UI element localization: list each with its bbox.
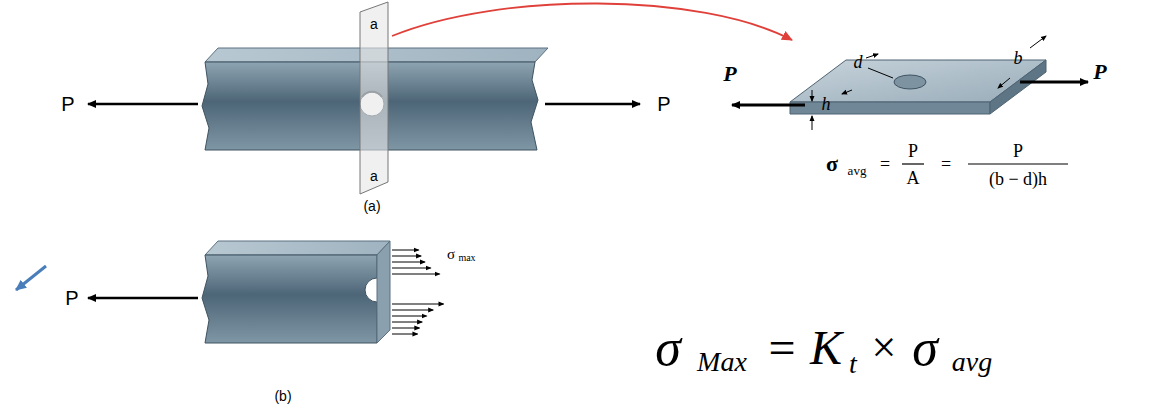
section-label: a	[370, 169, 378, 183]
plate	[790, 60, 1046, 114]
stress-arrow	[392, 262, 425, 263]
stress-arrow	[392, 334, 417, 335]
load-label: P	[61, 94, 74, 114]
stress-arrow	[392, 304, 443, 305]
stress-arrow	[392, 256, 421, 257]
formula-subscript: Max	[697, 348, 747, 376]
stress-arrow	[392, 274, 440, 275]
formula-subscript: avg	[848, 164, 867, 177]
fraction-bar	[902, 163, 924, 164]
dimension-arrow	[866, 54, 878, 58]
load-label: P	[1093, 61, 1106, 83]
bar-b	[202, 241, 390, 343]
dimension-arrow	[1030, 36, 1046, 48]
load-label: P	[723, 63, 736, 85]
load-arrow	[545, 103, 640, 106]
formula-symbol: =	[768, 324, 795, 372]
formula-symbol: (b − d)h	[989, 170, 1047, 188]
load-arrow	[732, 104, 805, 107]
load-arrow	[1020, 81, 1088, 84]
stress-label: max	[458, 253, 475, 263]
dimension-label: h	[822, 95, 831, 113]
formula-symbol: σ	[826, 153, 838, 175]
stress-arrow	[392, 328, 419, 329]
stress-arrow	[392, 268, 431, 269]
load-label: P	[657, 94, 670, 114]
stress-arrow	[392, 310, 433, 311]
stress-arrow	[392, 316, 427, 317]
load-label: P	[65, 288, 78, 308]
pointer-arrow	[392, 3, 792, 40]
section-label: a	[370, 17, 378, 31]
formula-symbol: σ	[912, 322, 938, 374]
formula-symbol: P	[908, 142, 918, 160]
dimension-arrow	[812, 116, 813, 130]
leader-line	[868, 68, 893, 78]
formula-symbol: K	[810, 324, 842, 372]
figure-label: (a)	[363, 199, 380, 213]
formula-symbol: A	[907, 169, 920, 187]
dimension-label: d	[854, 53, 863, 71]
dimension-arrow	[812, 90, 813, 101]
load-arrow	[88, 103, 198, 106]
formula-symbol: ×	[872, 326, 897, 370]
stress-arrow	[392, 250, 419, 251]
fraction-bar	[968, 163, 1068, 164]
formula-symbol: =	[941, 155, 951, 173]
pointer-arrow	[16, 266, 46, 290]
figure-label: (b)	[274, 389, 291, 403]
stress-arrow	[392, 322, 422, 323]
cutting-plane	[360, 2, 388, 194]
dimension-arrow	[998, 78, 1010, 88]
load-arrow	[88, 297, 198, 300]
stress-label: σ	[447, 247, 455, 262]
formula-symbol: σ	[655, 322, 681, 374]
dimension-arrow	[842, 90, 852, 94]
formula-subscript: t	[849, 350, 857, 378]
formula-symbol: P	[1013, 142, 1023, 160]
stress-arrows	[392, 250, 443, 334]
dimension-label: b	[1014, 49, 1023, 67]
formula-symbol: =	[880, 155, 890, 173]
formula-subscript: avg	[952, 348, 992, 376]
